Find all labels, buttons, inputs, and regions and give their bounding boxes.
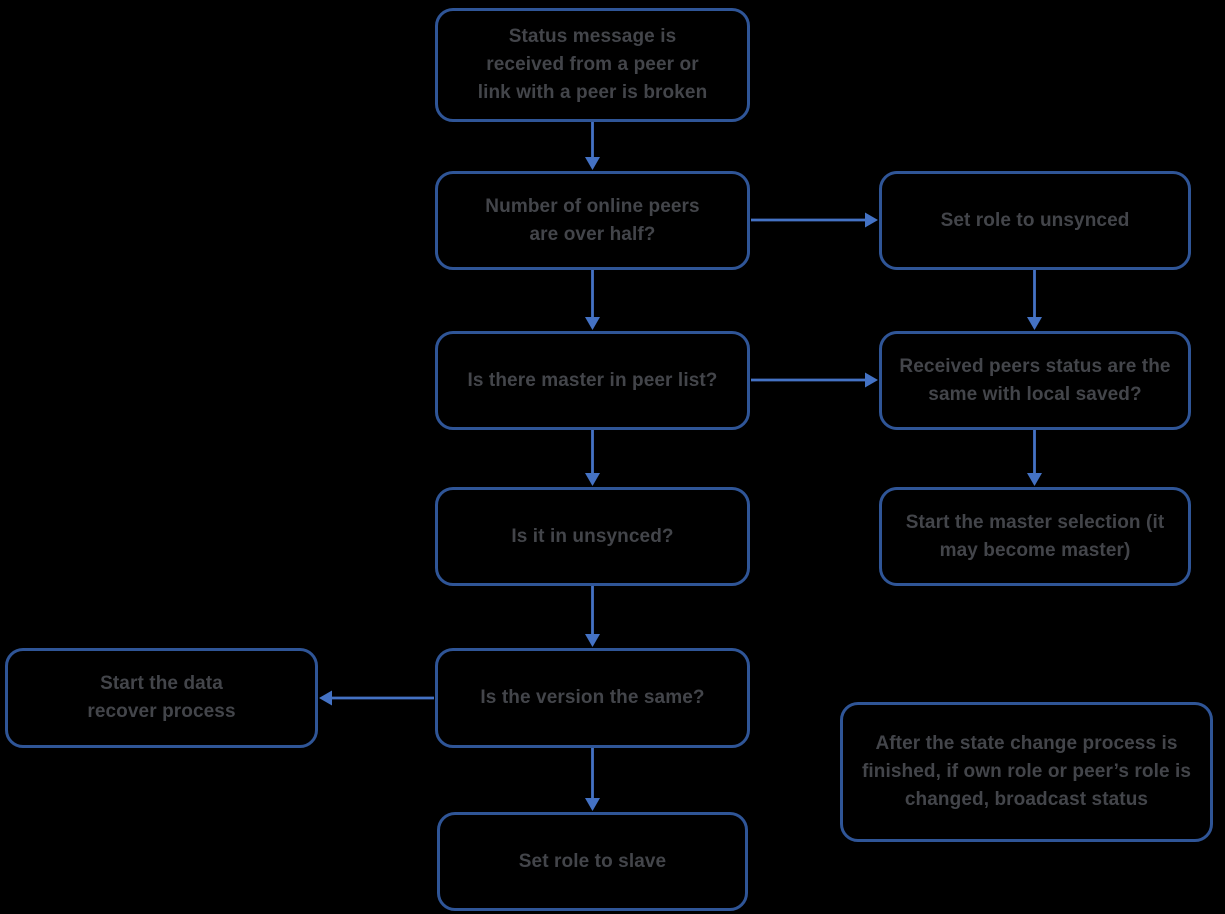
node-set-role-unsynced: Set role to unsynced <box>879 171 1191 270</box>
node-master-in-peer-list-label: Is there master in peer list? <box>467 369 718 391</box>
node-start-data-recover: Start the data recover process <box>5 648 318 748</box>
node-received-peers-status: Received peers status are the same with … <box>879 331 1191 430</box>
edge-online-to-unsynced-arrow <box>751 212 878 228</box>
node-online-peers-label: Number of online peers are over half? <box>485 195 700 245</box>
node-is-version-same-label: Is the version the same? <box>480 687 705 708</box>
node-set-role-slave: Set role to slave <box>437 812 748 911</box>
node-master-in-peer-list: Is there master in peer list? <box>435 331 750 430</box>
node-set-role-unsynced-label: Set role to unsynced <box>940 209 1130 231</box>
edge-unsynced-to-received-arrow <box>1027 270 1042 330</box>
edge-version-to-slave-arrow <box>585 748 600 811</box>
node-start-master-selection: Start the master selection (it may becom… <box>879 487 1191 586</box>
node-is-it-in-unsynced: Is it in unsynced? <box>435 487 750 586</box>
edge-online-to-master-arrow <box>585 270 600 330</box>
node-start-master-selection-label: Start the master selection (it may becom… <box>905 511 1165 561</box>
edge-isunsynced-to-version-arrow <box>585 586 600 647</box>
edge-status-to-online-arrow <box>585 122 600 170</box>
node-online-peers-over-half: Number of online peers are over half? <box>435 171 750 270</box>
node-broadcast-status-note: After the state change process is finish… <box>840 702 1213 842</box>
edge-version-to-recover-arrow <box>319 690 434 706</box>
edge-master-to-isunsynced-arrow <box>585 430 600 486</box>
edge-master-to-received-arrow <box>751 372 878 388</box>
node-start-data-recover-label: Start the data recover process <box>87 673 236 722</box>
edge-received-to-selection-arrow <box>1027 430 1042 486</box>
node-set-role-slave-label: Set role to slave <box>518 850 667 872</box>
node-status-message-label: Status message is received from a peer o… <box>477 26 708 103</box>
node-is-version-same: Is the version the same? <box>435 648 750 748</box>
node-received-peers-status-label: Received peers status are the same with … <box>899 355 1171 405</box>
node-is-it-in-unsynced-label: Is it in unsynced? <box>511 525 674 547</box>
node-status-message: Status message is received from a peer o… <box>435 8 750 122</box>
node-broadcast-status-note-label: After the state change process is finish… <box>861 733 1192 810</box>
